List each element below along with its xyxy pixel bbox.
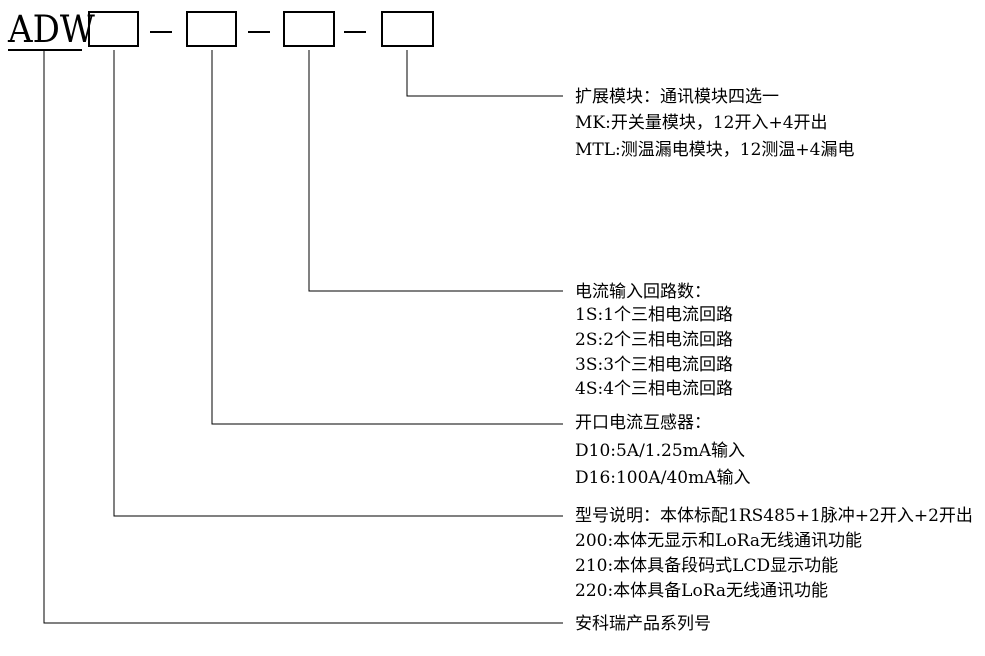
connector-module (406, 50, 563, 97)
model-heading: 型号说明：本体标配1RS485+1脉冲+2开入+2开出 (575, 506, 973, 526)
module-option-mk: MK:开关量模块，12开入+4开出 (575, 113, 828, 133)
model-prefix: ADW (8, 8, 95, 51)
transformer-option-d16: D16:100A/40mA输入 (575, 468, 751, 488)
series-label: 安科瑞产品系列号 (575, 614, 711, 634)
connector-circuits (308, 50, 563, 292)
circuits-option-4s: 4S:4个三相电流回路 (575, 379, 734, 399)
transformer-heading: 开口电流互感器： (575, 413, 711, 433)
separator-dash-3 (344, 31, 366, 33)
circuits-heading: 电流输入回路数： (575, 282, 711, 302)
code-slot-1 (88, 11, 139, 47)
code-slot-4 (381, 11, 434, 47)
connector-transformer (211, 50, 563, 425)
separator-dash-2 (248, 31, 270, 33)
circuits-option-1s: 1S:1个三相电流回路 (575, 305, 734, 325)
circuits-option-3s: 3S:3个三相电流回路 (575, 355, 734, 375)
module-option-mtl: MTL:测温漏电模块，12测温+4漏电 (575, 140, 855, 160)
circuits-option-2s: 2S:2个三相电流回路 (575, 330, 734, 350)
connector-model (113, 50, 563, 517)
code-slot-3 (283, 11, 335, 47)
connector-series-lower (43, 338, 563, 624)
transformer-option-d10: D10:5A/1.25mA输入 (575, 441, 746, 461)
model-option-220: 220:本体具备LoRa无线通讯功能 (575, 581, 829, 601)
model-option-210: 210:本体具备段码式LCD显示功能 (575, 556, 839, 576)
code-slot-2 (186, 11, 237, 47)
module-heading: 扩展模块：通讯模块四选一 (575, 87, 779, 107)
separator-dash-1 (150, 31, 172, 33)
model-option-200: 200:本体无显示和LoRa无线通讯功能 (575, 531, 863, 551)
